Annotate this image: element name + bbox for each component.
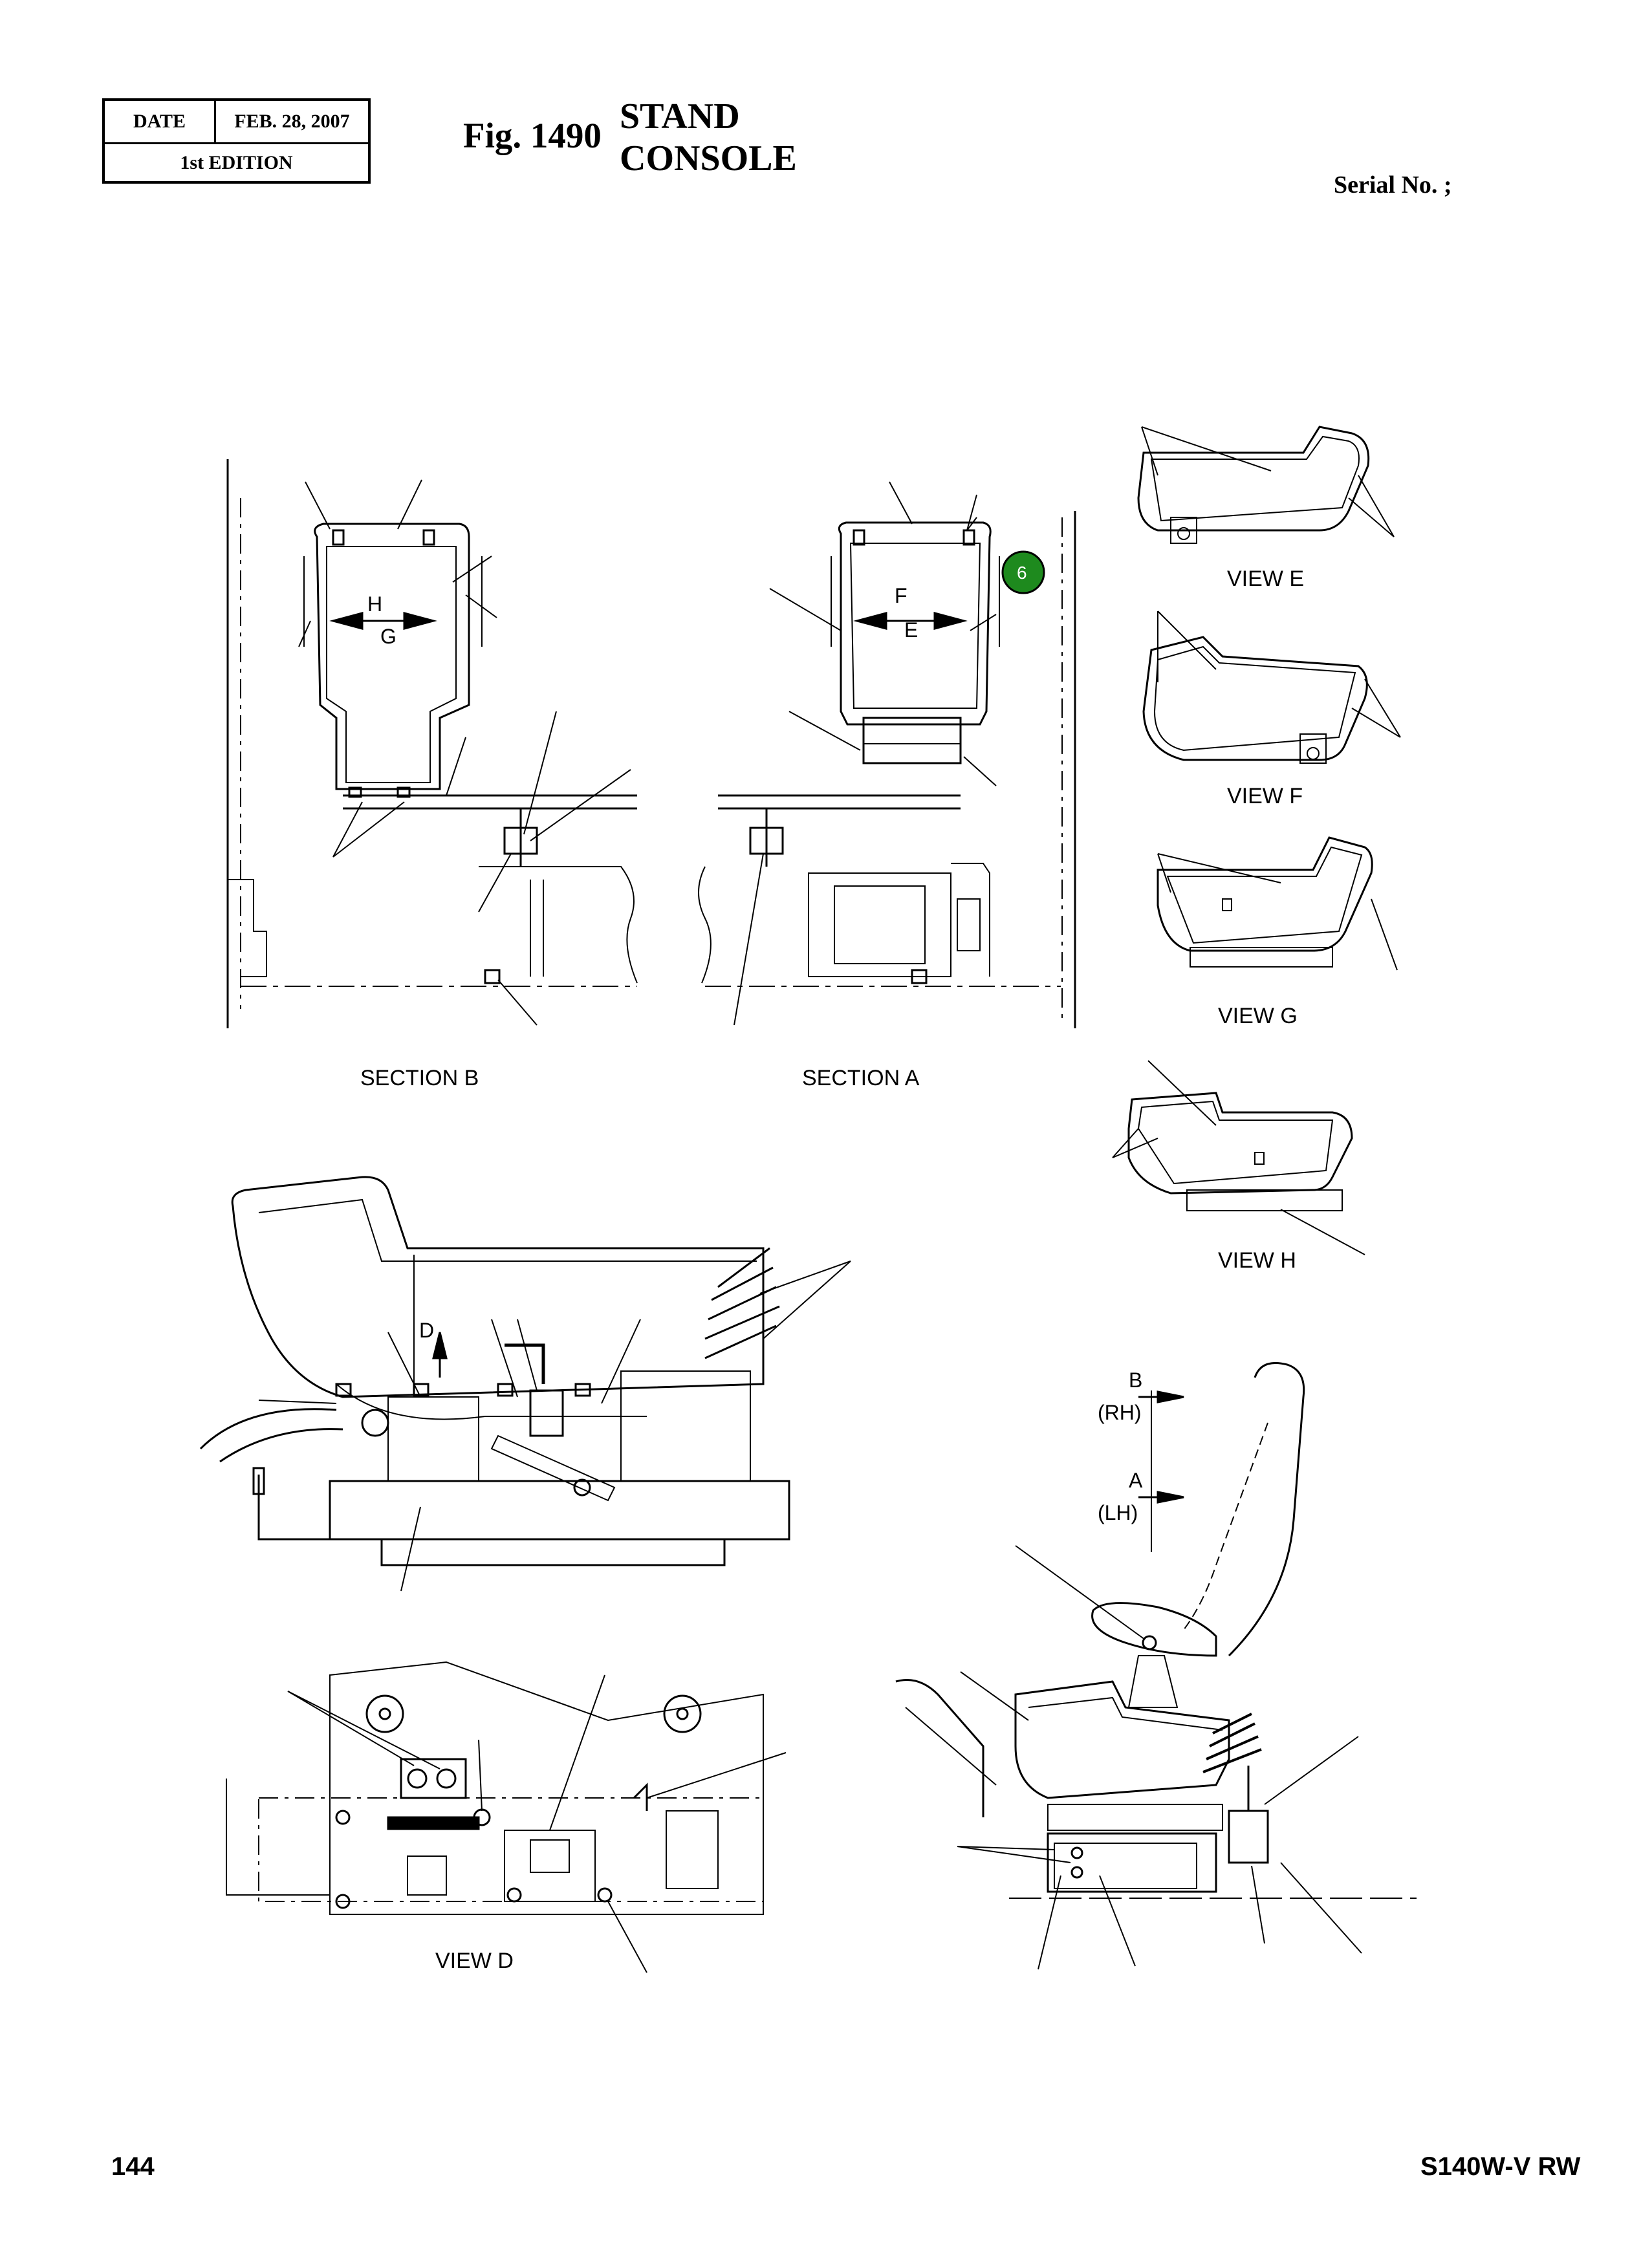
figure-title-line1: STAND <box>620 96 740 136</box>
figure-number: Fig. 1490 <box>463 116 602 155</box>
seat-assembly-drawing <box>895 1362 1417 1970</box>
section-b-label: SECTION B <box>360 1066 479 1090</box>
serial-number: Serial No. ; <box>1334 171 1452 199</box>
marker-a: A <box>1129 1469 1143 1492</box>
figure-title-line2: CONSOLE <box>620 138 797 178</box>
callout-circle <box>1001 550 1045 594</box>
section-b-drawing <box>226 459 638 1028</box>
view-d-label: VIEW D <box>435 1949 514 1973</box>
date-row: DATE FEB. 28, 2007 <box>105 101 368 144</box>
view-g-drawing <box>1157 836 1398 971</box>
marker-d: D <box>419 1319 434 1342</box>
page-number: 144 <box>111 2152 155 2181</box>
view-h-label: VIEW H <box>1218 1248 1296 1273</box>
date-label: DATE <box>105 101 216 142</box>
marker-f: F <box>895 584 908 607</box>
edition-label: 1st EDITION <box>180 152 293 173</box>
section-a-label: SECTION A <box>802 1066 920 1090</box>
marker-lh: (LH) <box>1098 1501 1138 1524</box>
marker-b: B <box>1129 1368 1142 1392</box>
model-number: S140W-V RW <box>1420 2152 1581 2181</box>
marker-g: G <box>380 625 397 648</box>
view-d-drawing <box>226 1661 787 1973</box>
date-value: FEB. 28, 2007 <box>234 111 350 132</box>
edition-box: DATE FEB. 28, 2007 1st EDITION <box>102 98 371 184</box>
view-h-drawing <box>1112 1060 1365 1255</box>
marker-h: H <box>367 592 382 616</box>
section-a-drawing <box>698 481 1076 1028</box>
callout-number: 6 <box>1017 563 1027 583</box>
side-view-drawing <box>199 1176 851 1592</box>
marker-rh: (RH) <box>1098 1401 1142 1424</box>
view-g-label: VIEW G <box>1218 1004 1298 1028</box>
view-f-drawing <box>1142 611 1401 764</box>
view-f-label: VIEW F <box>1227 784 1303 808</box>
view-e-drawing <box>1137 426 1395 544</box>
view-e-label: VIEW E <box>1227 567 1304 591</box>
marker-e: E <box>904 618 918 642</box>
